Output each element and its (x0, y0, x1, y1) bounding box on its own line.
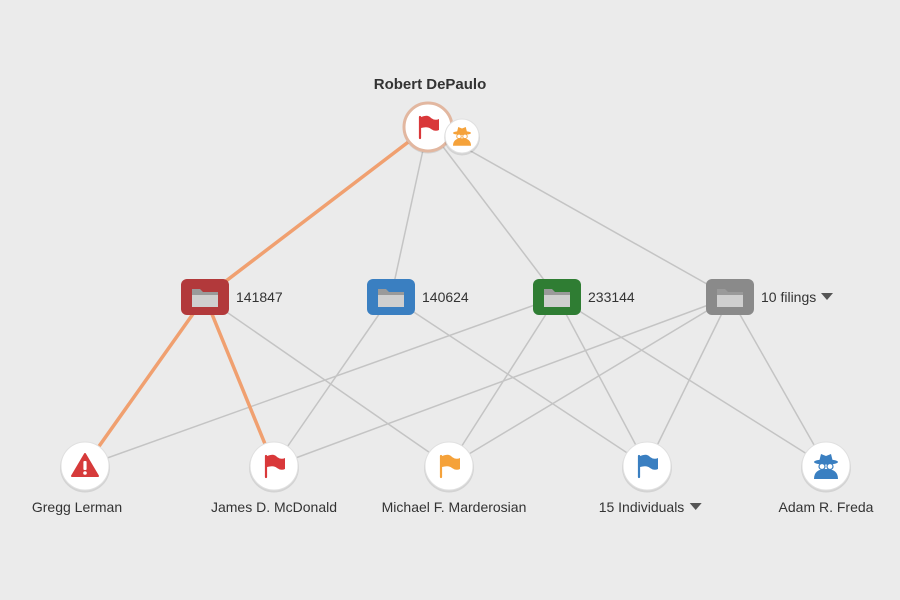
chevron-down-icon[interactable] (821, 293, 834, 300)
graph-edge (427, 126, 731, 298)
graph-edge (273, 296, 392, 467)
graph-edge (556, 296, 827, 467)
person-node-4[interactable] (622, 441, 672, 493)
chevron-down-icon[interactable] (689, 503, 702, 510)
graph-edge (273, 296, 731, 467)
filing-node-2[interactable] (367, 279, 415, 315)
person-node-5[interactable] (801, 441, 851, 493)
filing-group-dropdown[interactable]: 10 filings (761, 289, 834, 305)
folder-icon (533, 279, 581, 315)
filing-node-3[interactable] (533, 279, 581, 315)
root-node[interactable] (402, 101, 480, 156)
graph-edge (646, 296, 731, 467)
person-node-3[interactable] (424, 441, 474, 493)
spy-icon (453, 127, 471, 146)
red-flag-icon (418, 115, 439, 140)
filing-group-label: 10 filings (761, 289, 817, 305)
spy-icon (814, 454, 838, 479)
folder-icon (706, 279, 754, 315)
person-label-gregg: Gregg Lerman (31, 499, 123, 515)
filing-node-1[interactable] (181, 279, 229, 315)
folder-icon (367, 279, 415, 315)
graph-edge (84, 296, 558, 467)
highlighted-edge (83, 295, 207, 468)
individuals-group-dropdown[interactable]: 15 Individuals (599, 499, 702, 515)
blue-flag-icon (637, 454, 658, 479)
graph-edge (729, 296, 827, 467)
graph-edge (390, 296, 648, 467)
individuals-group-label: 15 Individuals (598, 499, 685, 515)
orange-flag-icon (439, 454, 460, 479)
graph-edge (556, 296, 648, 467)
folder-icon (181, 279, 229, 315)
graph-nodes (60, 101, 851, 493)
graph-edges (83, 125, 827, 468)
graph-edge (427, 126, 558, 298)
person-label-michael: Michael F. Marderosian (381, 499, 527, 515)
alert-icon (71, 453, 99, 477)
person-node-1[interactable] (60, 441, 110, 493)
person-label-adam: Adam R. Freda (778, 499, 874, 515)
filing-label-3[interactable]: 233144 (588, 289, 635, 305)
graph-edge (448, 296, 731, 467)
filing-label-1[interactable]: 141847 (236, 289, 283, 305)
highlighted-edge (203, 125, 430, 299)
graph-edge (390, 126, 429, 298)
filing-node-4[interactable] (706, 279, 754, 315)
graph-edge (204, 296, 450, 467)
person-label-james: James D. McDonald (210, 499, 338, 515)
spy-badge (444, 118, 480, 156)
root-name-label: Robert DePaulo (373, 76, 487, 93)
filing-label-2[interactable]: 140624 (422, 289, 469, 305)
person-node-2[interactable] (249, 441, 299, 493)
red-flag-icon (264, 454, 285, 479)
highlighted-edge (203, 295, 276, 468)
